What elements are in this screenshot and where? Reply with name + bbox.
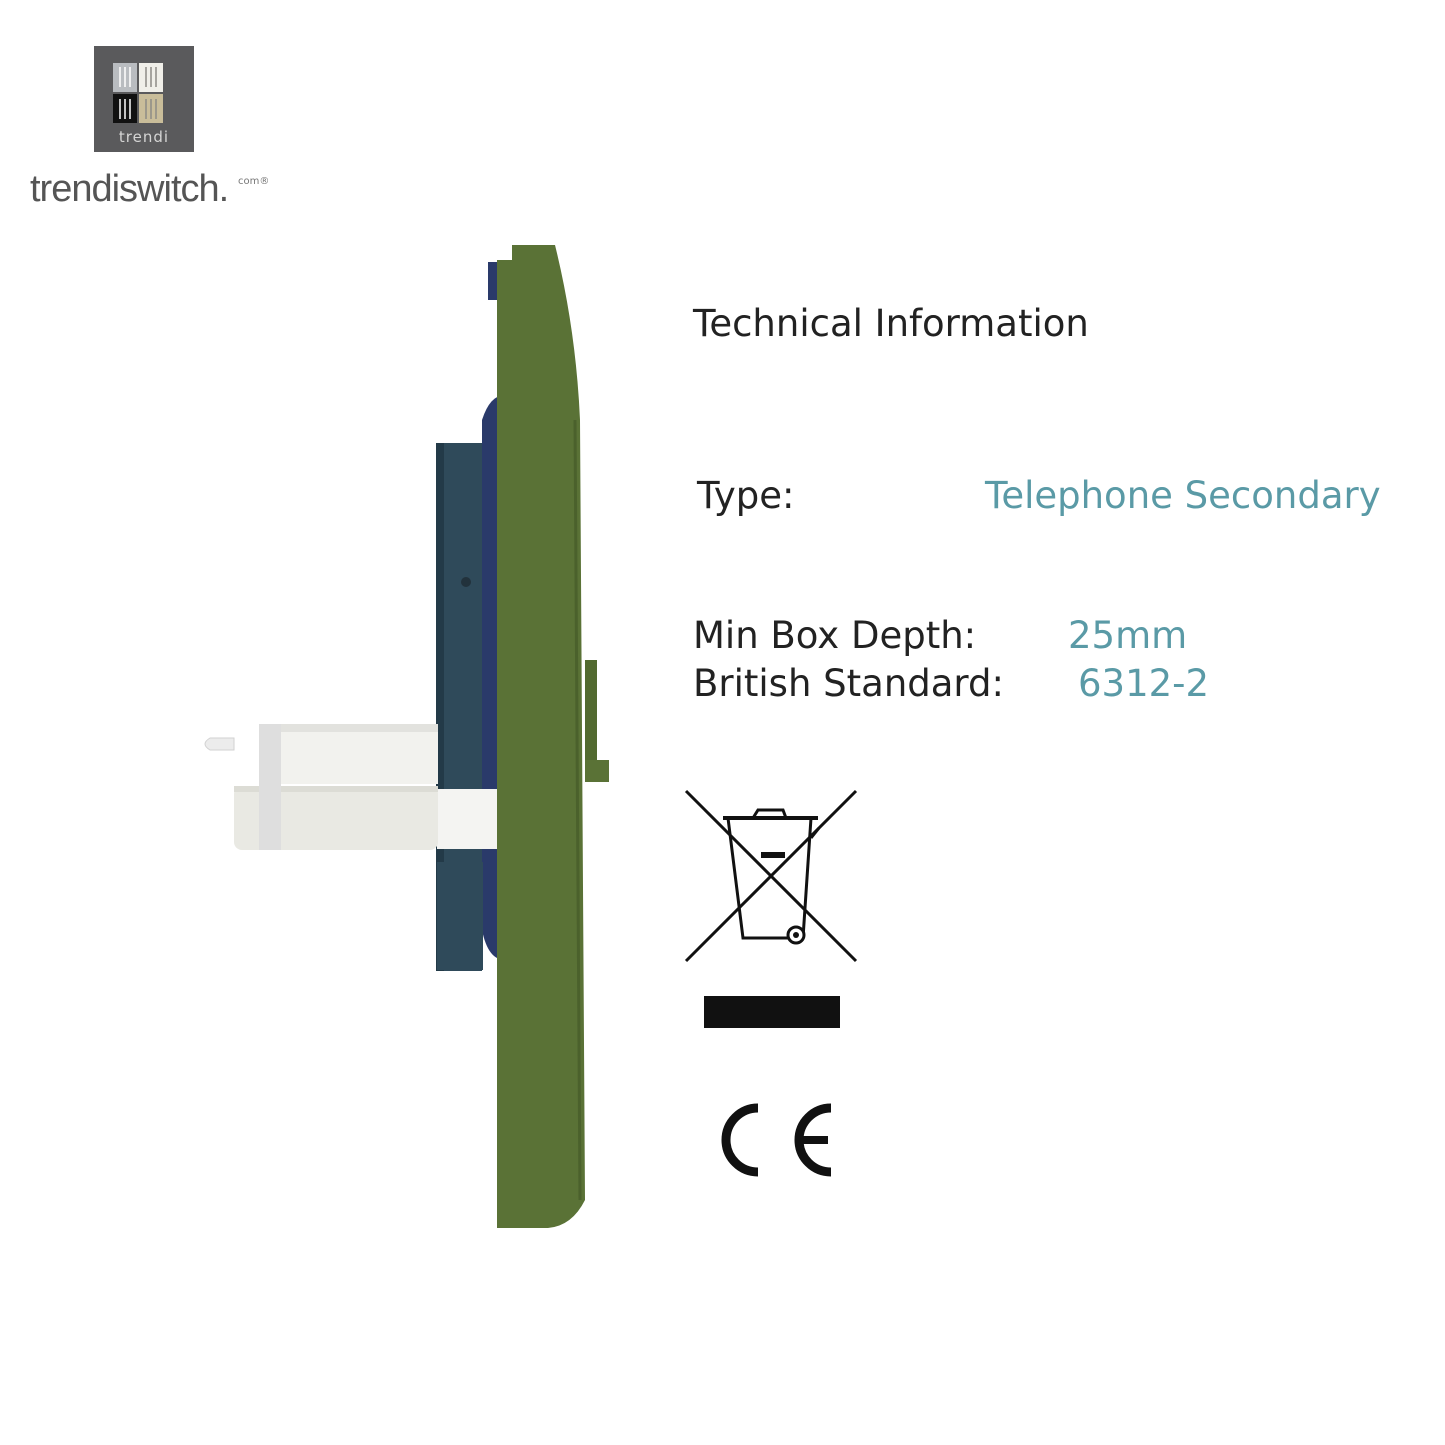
plate-step bbox=[585, 660, 597, 760]
depth-value: 25mm bbox=[1068, 614, 1188, 657]
weee-bar bbox=[704, 996, 840, 1028]
standard-label: British Standard: bbox=[693, 662, 1004, 705]
connector-lower-block bbox=[437, 789, 497, 849]
type-label: Type: bbox=[697, 474, 795, 517]
depth-label: Min Box Depth: bbox=[693, 614, 977, 657]
logo-lines-icon bbox=[119, 67, 157, 119]
plate-clip bbox=[585, 760, 609, 782]
ce-mark-icon bbox=[721, 1103, 832, 1177]
face-plate bbox=[497, 245, 585, 1228]
brand-name: trendiswitch. bbox=[30, 168, 229, 210]
back-box-screw bbox=[461, 577, 471, 587]
connector-cap bbox=[234, 786, 438, 850]
crossed-out-wheelie-bin-icon bbox=[684, 789, 858, 963]
plate-edge-highlight bbox=[573, 419, 582, 1201]
standard-value: 6312-2 bbox=[1078, 662, 1210, 705]
connector-cap-edge bbox=[234, 786, 438, 792]
technical-heading: Technical Information bbox=[693, 302, 1089, 345]
connector-body bbox=[260, 724, 438, 784]
connector-tab bbox=[204, 737, 235, 751]
back-box-shade bbox=[436, 443, 444, 971]
product-side-view bbox=[204, 245, 609, 1228]
brand-logo: trendi bbox=[94, 46, 194, 152]
connector-lower-box bbox=[437, 862, 483, 970]
logo-word: trendi bbox=[118, 128, 170, 146]
brand-suffix: com® bbox=[238, 176, 270, 187]
connector-body-shade bbox=[260, 724, 438, 732]
connector-front bbox=[259, 724, 281, 850]
type-value: Telephone Secondary bbox=[985, 474, 1381, 517]
